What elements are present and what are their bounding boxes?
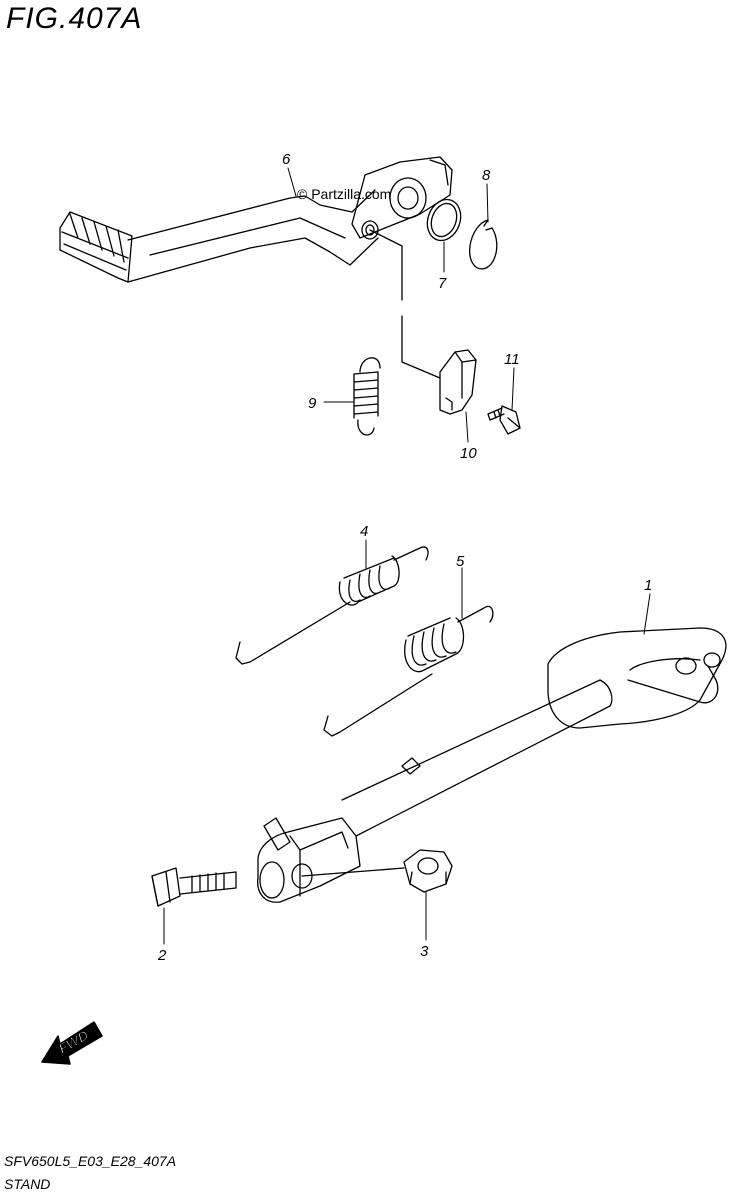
part-bracket bbox=[439, 349, 477, 415]
footer-code: SFV650L5_E03_E28_407A bbox=[4, 1153, 177, 1169]
callout-3: 3 bbox=[420, 943, 429, 960]
callout-11: 11 bbox=[504, 351, 520, 368]
callout-2: 2 bbox=[157, 947, 167, 964]
callout-5: 5 bbox=[456, 553, 465, 570]
part-spring-5 bbox=[323, 605, 494, 737]
watermark: © Partzilla.com bbox=[297, 186, 392, 202]
callout-4: 4 bbox=[360, 523, 368, 540]
part-spring-4 bbox=[235, 546, 429, 665]
part-side-stand bbox=[257, 627, 727, 903]
callout-leaders bbox=[163, 167, 651, 945]
callout-1: 1 bbox=[644, 577, 652, 594]
part-circlip bbox=[469, 219, 498, 270]
assembly-line-bottom bbox=[301, 867, 405, 877]
callout-9: 9 bbox=[308, 395, 317, 412]
footer-title: STAND bbox=[4, 1176, 51, 1192]
part-bolt-small bbox=[487, 405, 521, 435]
callout-7: 7 bbox=[438, 275, 447, 292]
part-spring-small bbox=[353, 357, 381, 436]
assembly-lines-top bbox=[369, 229, 441, 379]
callout-8: 8 bbox=[482, 167, 491, 184]
part-pedal-lever bbox=[59, 156, 453, 283]
callout-10: 10 bbox=[460, 445, 477, 462]
fwd-arrow-icon: FWD bbox=[41, 1021, 103, 1065]
figure-title: FIG.407A bbox=[6, 2, 143, 35]
part-pivot-bolt bbox=[151, 867, 237, 907]
callout-6: 6 bbox=[282, 151, 291, 168]
part-nut bbox=[403, 849, 453, 893]
part-washer bbox=[426, 198, 462, 242]
